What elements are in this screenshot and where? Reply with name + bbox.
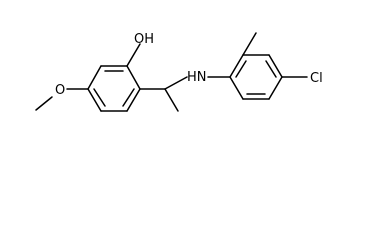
hydroxyl-label: OH [134,32,154,47]
hydroxyl-bond [126,43,141,67]
right-ring-bond-left [229,54,244,78]
left-ring-double-left [93,88,106,107]
ch-methyl-bond [164,88,179,112]
right-ring-bond-bottom-left [229,76,244,100]
left-ring-bond-right [126,88,141,112]
molecule-drawing: OH O HN Cl [35,32,323,112]
chlorine-label: Cl [310,71,323,86]
left-ring-bond-bottom-left [87,88,102,112]
right-ring-bond-right [268,76,283,100]
methoxy-oxygen-label: O [55,83,65,98]
left-ring-bond-top-right [126,65,141,90]
methoxy-methyl-bond [35,96,53,111]
right-ring-bond-top-right [268,54,283,78]
right-ring-double-left [235,60,247,78]
aryl-methyl-bond [242,32,257,56]
right-ring-double-right [265,60,277,78]
structure-diagram: OH O HN Cl [35,32,323,112]
amine-label: HN [187,70,207,85]
left-ring-double-right [122,88,135,107]
ch-to-nh-bond [164,76,188,90]
left-ring-bond-left [87,65,102,90]
